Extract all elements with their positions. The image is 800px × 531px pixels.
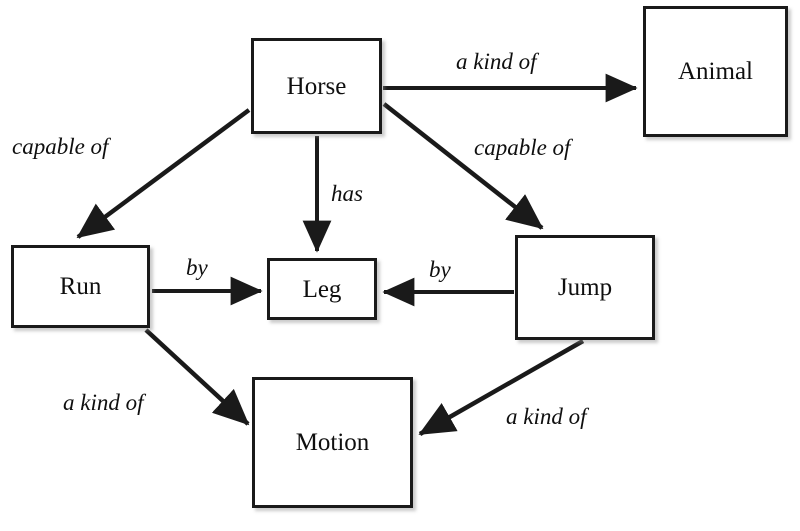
- node-run[interactable]: Run: [11, 245, 150, 328]
- edge-label-run-motion: a kind of: [63, 390, 144, 415]
- node-motion-label: Motion: [295, 429, 370, 456]
- edge-horse-jump: [382, 102, 544, 230]
- edge-horse-run: [76, 108, 251, 239]
- node-run-label: Run: [59, 273, 102, 300]
- edge-label-run-leg: by: [186, 255, 208, 280]
- edge-label-jump-leg: by: [429, 257, 451, 282]
- edge-run-motion: [144, 328, 250, 426]
- edge-label-horse-animal: a kind of: [456, 49, 537, 74]
- node-jump[interactable]: Jump: [515, 235, 655, 340]
- node-jump-label: Jump: [557, 274, 613, 301]
- edge-label-jump-motion: a kind of: [506, 404, 587, 429]
- edge-jump-motion: [418, 339, 585, 436]
- edge-label-horse-leg: has: [331, 181, 363, 206]
- edge-label-horse-run: capable of: [12, 134, 109, 159]
- edge-label-horse-jump: capable of: [474, 135, 571, 160]
- node-leg-label: Leg: [302, 275, 342, 303]
- node-leg[interactable]: Leg: [267, 258, 377, 320]
- node-animal-label: Animal: [678, 58, 753, 85]
- node-animal[interactable]: Animal: [643, 6, 788, 137]
- node-motion[interactable]: Motion: [252, 377, 413, 508]
- node-horse-label: Horse: [286, 72, 347, 100]
- node-horse[interactable]: Horse: [251, 38, 382, 134]
